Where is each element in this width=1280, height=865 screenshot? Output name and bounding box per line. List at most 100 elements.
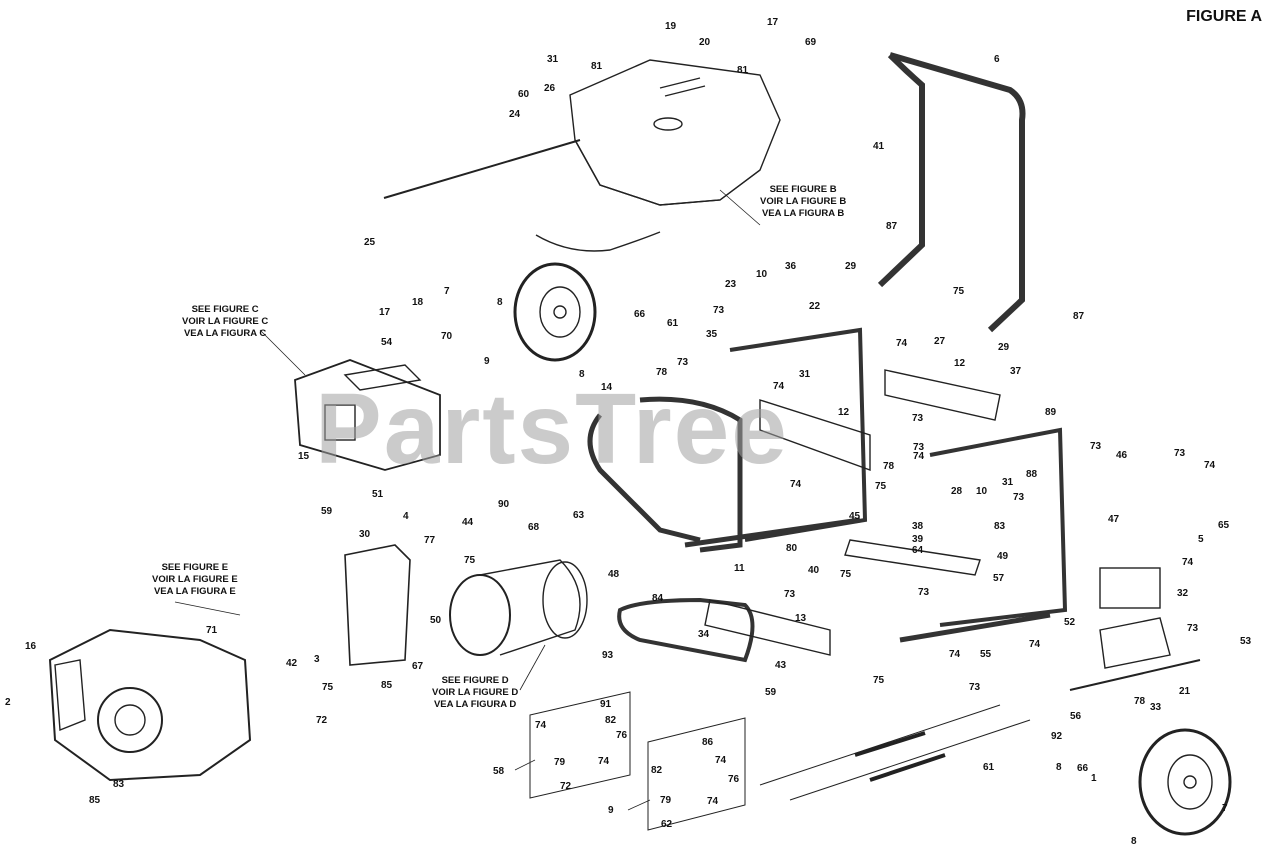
part-number-label: 54: [381, 337, 393, 348]
part-number-label: 8: [579, 369, 585, 380]
part-number-label: 63: [573, 510, 585, 521]
reference-line: VEA LA FIGURA D: [433, 699, 517, 710]
alternator-drawing: [449, 559, 588, 656]
part-number-label: 51: [372, 489, 384, 500]
part-number-label: 61: [667, 318, 679, 329]
part-number-label: 9: [608, 805, 614, 816]
part-number-label: 42: [286, 658, 298, 669]
part-number-label: 75: [464, 555, 476, 566]
part-number-label: 61: [983, 762, 995, 773]
part-number-label: 17: [379, 307, 391, 318]
part-number-label: 73: [1174, 448, 1186, 459]
battery-drawing: [1099, 567, 1171, 669]
part-number-label: 72: [316, 715, 328, 726]
part-number-label: 59: [765, 687, 777, 698]
part-number-label: 7: [444, 286, 450, 297]
part-number-label: 33: [1150, 702, 1162, 713]
part-number-label: 18: [412, 297, 424, 308]
part-number-label: 73: [912, 413, 924, 424]
wheel-drawing-upper: [513, 262, 597, 362]
part-number-label: 84: [652, 593, 664, 604]
part-number-label: 74: [715, 755, 727, 766]
part-number-label: 2: [5, 697, 11, 708]
watermark: PartsTree: [315, 373, 789, 485]
part-number-label: 47: [1108, 514, 1120, 525]
part-number-label: 74: [773, 381, 785, 392]
part-number-label: 67: [412, 661, 424, 672]
part-number-label: 90: [498, 499, 510, 510]
part-number-label: 76: [728, 774, 740, 785]
part-number-label: 74: [949, 649, 961, 660]
part-number-label: 92: [1051, 731, 1063, 742]
part-number-label: 83: [994, 521, 1006, 532]
part-number-label: 46: [1116, 450, 1128, 461]
part-number-label: 74: [1029, 639, 1041, 650]
part-number-label: 68: [528, 522, 540, 533]
part-number-label: 49: [997, 551, 1009, 562]
part-number-label: 62: [661, 819, 673, 830]
control-panel-drawing: [294, 359, 441, 471]
part-number-label: 23: [725, 279, 737, 290]
reference-line: VEA LA FIGURA C: [183, 328, 267, 339]
part-number-label: 10: [976, 486, 988, 497]
part-number-label: 43: [775, 660, 787, 671]
part-number-label: 57: [993, 573, 1005, 584]
part-number-label: 41: [873, 141, 885, 152]
reference-line: SEE FIGURE B: [769, 184, 837, 195]
part-number-label: 20: [699, 37, 711, 48]
part-number-label: 37: [1010, 366, 1022, 377]
reference-figure-c: SEE FIGURE C VOIR LA FIGURE C VEA LA FIG…: [182, 304, 268, 340]
part-number-label: 30: [359, 529, 371, 540]
part-number-label: 73: [913, 442, 925, 453]
reference-line: VEA LA FIGURA B: [761, 208, 845, 219]
part-number-label: 16: [25, 641, 37, 652]
part-number-label: 75: [953, 286, 965, 297]
part-number-label: 25: [364, 237, 376, 248]
part-number-label: 1: [1091, 773, 1097, 784]
part-number-label: 64: [912, 545, 924, 556]
reference-line: VEA LA FIGURA E: [153, 586, 236, 597]
reference-line: VOIR LA FIGURE E: [152, 574, 238, 585]
part-number-label: 8: [1131, 836, 1137, 847]
reference-line: SEE FIGURE D: [441, 675, 509, 686]
part-number-label: 52: [1064, 617, 1076, 628]
part-number-label: 80: [786, 543, 798, 554]
part-number-label: 85: [89, 795, 101, 806]
part-number-label: 74: [913, 451, 925, 462]
part-number-label: 77: [424, 535, 436, 546]
part-number-label: 70: [441, 331, 453, 342]
part-number-label: 81: [591, 61, 603, 72]
part-number-label: 6: [994, 54, 1000, 65]
part-number-label: 75: [322, 682, 334, 693]
part-number-label: 55: [980, 649, 992, 660]
frame-drawing: [587, 327, 1068, 663]
cables-drawing: [759, 659, 1201, 801]
engine-drawing: [48, 628, 252, 782]
part-number-label: 53: [1240, 636, 1252, 647]
reference-line: VOIR LA FIGURE C: [182, 316, 269, 327]
part-number-label: 73: [1187, 623, 1199, 634]
part-number-label: 31: [547, 54, 559, 65]
part-number-label: 87: [886, 221, 898, 232]
reference-line: SEE FIGURE E: [161, 562, 229, 573]
part-number-label: 71: [206, 625, 218, 636]
part-number-label: 27: [934, 336, 946, 347]
part-number-label: 65: [1218, 520, 1230, 531]
reference-line: SEE FIGURE C: [191, 304, 259, 315]
part-number-label: 5: [1198, 534, 1204, 545]
part-number-label: 11: [734, 563, 745, 574]
part-number-label: 31: [799, 369, 811, 380]
part-number-label: 74: [707, 796, 719, 807]
part-number-label: 73: [969, 682, 981, 693]
part-number-label: 14: [601, 382, 613, 393]
part-number-label: 72: [560, 781, 572, 792]
part-number-label: 76: [616, 730, 628, 741]
part-number-label: 74: [1182, 557, 1194, 568]
part-number-label: 75: [873, 675, 885, 686]
shroud-drawing: [344, 544, 411, 666]
part-number-label: 79: [660, 795, 672, 806]
part-number-label: 21: [1179, 686, 1191, 697]
part-number-label: 81: [737, 65, 749, 76]
part-number-label: 17: [767, 17, 779, 28]
part-number-label: 36: [785, 261, 797, 272]
